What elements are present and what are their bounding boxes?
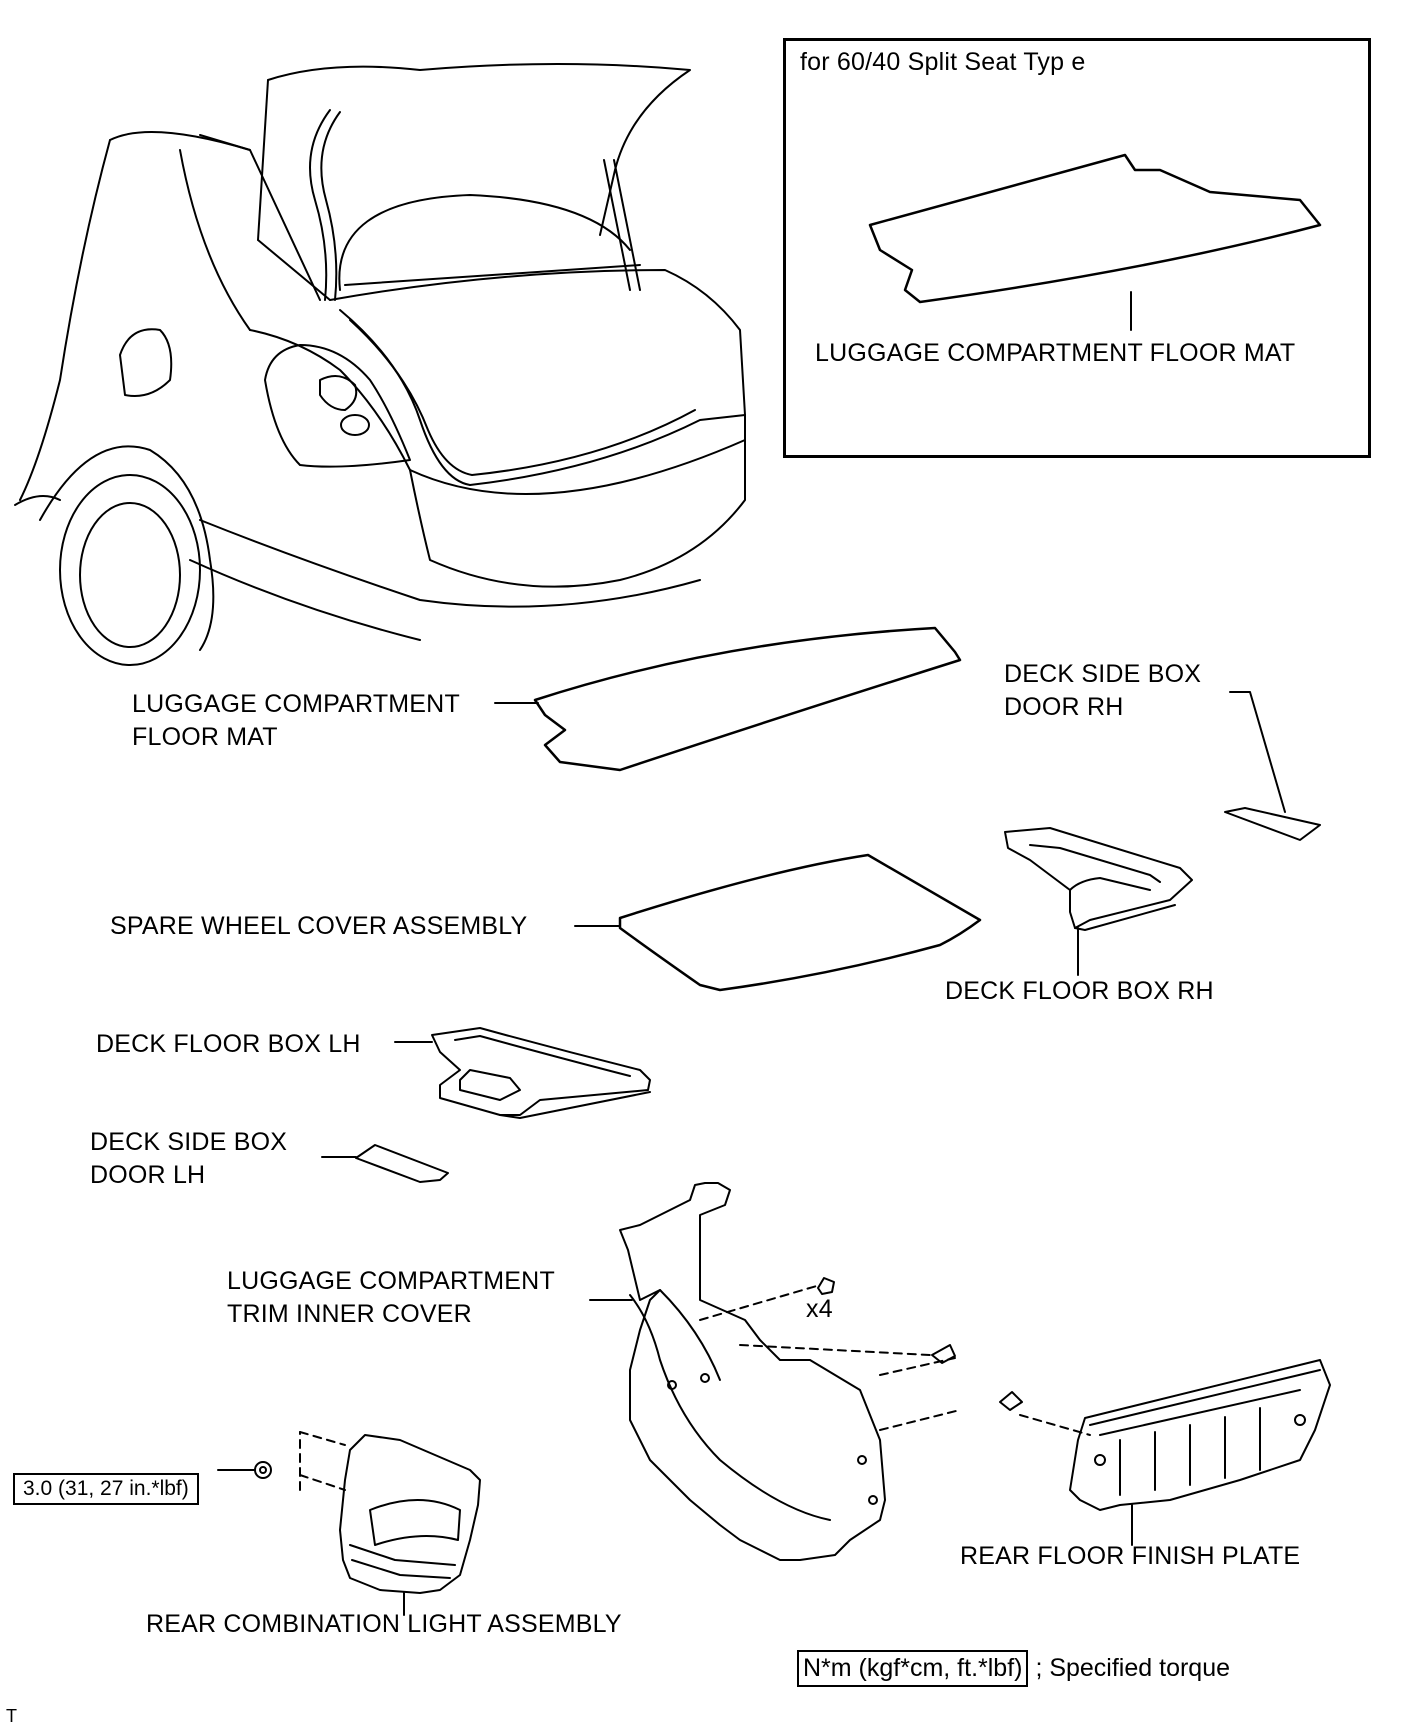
inset-title: for 60/40 Split Seat Typ e: [800, 48, 1086, 76]
deck-floor-box-rh: [1004, 827, 1193, 976]
deck-floor-box-lh: [394, 1027, 651, 1119]
inset-part-label: LUGGAGE COMPARTMENT FLOOR MAT: [815, 339, 1296, 367]
label-clip-count: x4: [806, 1295, 833, 1323]
legend-description: ; Specified torque: [1035, 1654, 1231, 1682]
label-line: TRIM INNER COVER: [227, 1300, 472, 1328]
torque-spec-box: 3.0 (31, 27 in.*lbf): [13, 1473, 199, 1505]
legend-unit-box: N*m (kgf*cm, ft.*lbf): [797, 1650, 1029, 1687]
deck-side-box-door-rh: [1224, 807, 1321, 841]
trim-inner-cover: [589, 1182, 886, 1561]
clips-and-alignment-lines: [299, 1284, 1091, 1491]
inset-panel: [783, 38, 1371, 458]
label-deck-side-box-door-rh: DECK SIDE BOX DOOR RH: [1004, 658, 1201, 724]
label-rear-floor-finish-plate: REAR FLOOR FINISH PLATE: [960, 1542, 1301, 1570]
label-line: DECK SIDE BOX: [90, 1128, 288, 1156]
vehicle-rear-illustration: [14, 63, 746, 666]
inset-floor-mat: [868, 153, 1322, 304]
spare-wheel-cover: [618, 853, 982, 992]
label-trim-inner-cover: LUGGAGE COMPARTMENT TRIM INNER COVER: [227, 1265, 555, 1331]
label-floor-mat: LUGGAGE COMPARTMENT FLOOR MAT: [132, 688, 460, 754]
label-line: DOOR RH: [1004, 693, 1124, 721]
label-line: DOOR LH: [90, 1161, 206, 1189]
label-line: FLOOR MAT: [132, 723, 278, 751]
torque-legend: N*m (kgf*cm, ft.*lbf) ; Specified torque: [797, 1650, 1230, 1687]
corner-mark: T: [6, 1706, 17, 1726]
label-line: LUGGAGE COMPARTMENT: [132, 690, 460, 718]
label-spare-wheel-cover: SPARE WHEEL COVER ASSEMBLY: [110, 912, 528, 940]
label-deck-floor-box-rh: DECK FLOOR BOX RH: [945, 977, 1214, 1005]
label-line: LUGGAGE COMPARTMENT: [227, 1267, 555, 1295]
deck-side-box-door-lh: [355, 1144, 449, 1183]
floor-mat: [533, 626, 962, 772]
label-line: DECK SIDE BOX: [1004, 660, 1202, 688]
rear-floor-finish-plate: [1069, 1359, 1331, 1546]
label-deck-floor-box-lh: DECK FLOOR BOX LH: [96, 1030, 361, 1058]
label-rear-combination-light: REAR COMBINATION LIGHT ASSEMBLY: [146, 1610, 622, 1638]
label-deck-side-box-door-lh: DECK SIDE BOX DOOR LH: [90, 1126, 287, 1192]
rear-combination-light: [217, 1434, 481, 1616]
